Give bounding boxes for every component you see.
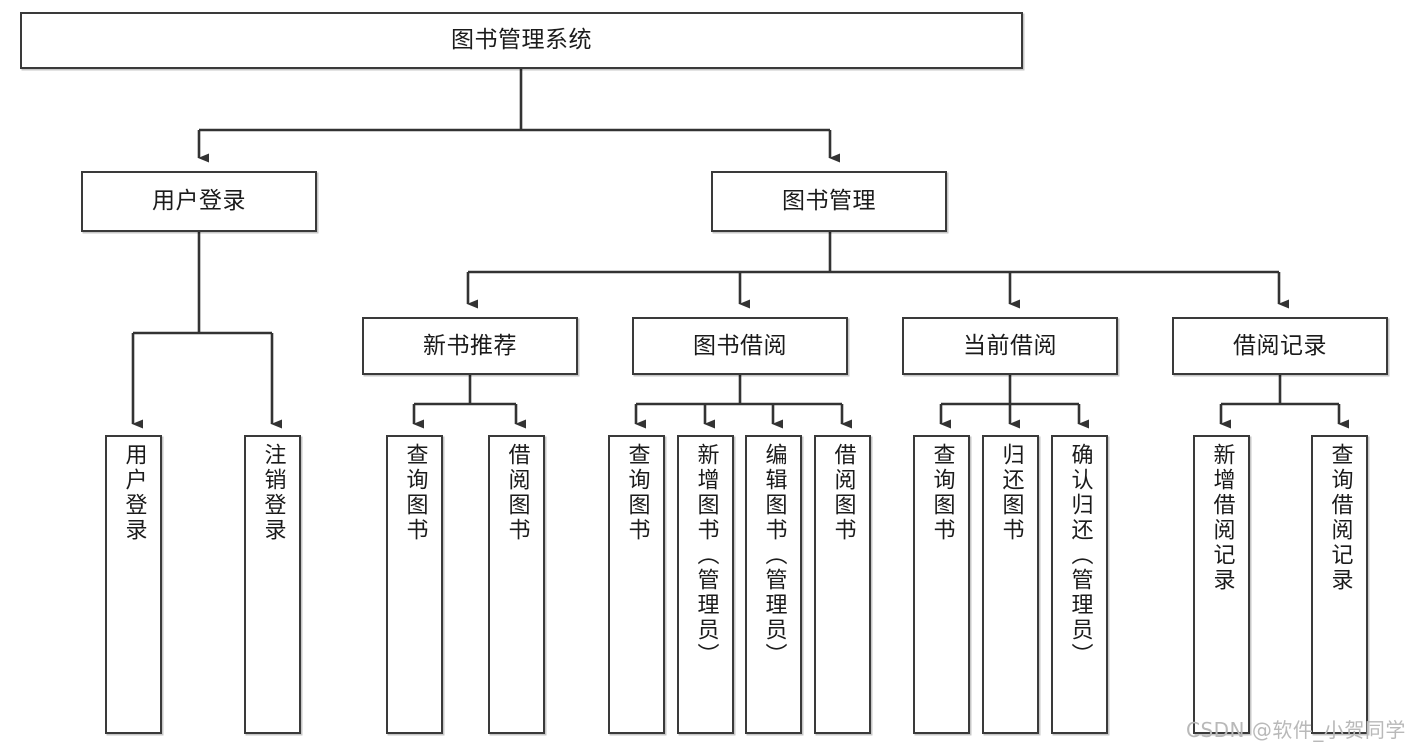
node-label: 确认归还（管理员） xyxy=(1067,443,1093,668)
node-label: 用户登录 xyxy=(121,443,147,543)
node-label: 查询借阅记录 xyxy=(1327,443,1353,593)
node-book-management[interactable]: 图书管理 xyxy=(711,171,947,232)
node-label: 图书管理系统 xyxy=(451,27,592,54)
node-label: 图书管理 xyxy=(782,188,876,215)
node-root-book-management-system[interactable]: 图书管理系统 xyxy=(20,12,1023,69)
node-label: 新书推荐 xyxy=(423,332,517,359)
node-new-book-recommendation[interactable]: 新书推荐 xyxy=(362,317,578,375)
node-book-borrowing[interactable]: 图书借阅 xyxy=(632,317,848,375)
node-user-login[interactable]: 用户登录 xyxy=(81,171,317,232)
node-label: 查询图书 xyxy=(402,443,428,543)
leaf-query-book-new-rec[interactable]: 查询图书 xyxy=(386,435,443,734)
node-label: 借阅图书 xyxy=(830,443,856,543)
leaf-user-login[interactable]: 用户登录 xyxy=(105,435,162,734)
node-label: 借阅图书 xyxy=(504,443,530,543)
leaf-logout[interactable]: 注销登录 xyxy=(244,435,301,734)
leaf-query-book-borrowing[interactable]: 查询图书 xyxy=(608,435,665,734)
node-label: 注销登录 xyxy=(260,443,286,543)
node-label: 编辑图书（管理员） xyxy=(761,443,787,668)
node-label: 查询图书 xyxy=(929,443,955,543)
leaf-query-book-current[interactable]: 查询图书 xyxy=(913,435,970,734)
leaf-query-borrow-record[interactable]: 查询借阅记录 xyxy=(1311,435,1368,734)
leaf-borrow-book-borrowing[interactable]: 借阅图书 xyxy=(814,435,871,734)
leaf-confirm-return-admin[interactable]: 确认归还（管理员） xyxy=(1051,435,1108,734)
node-current-borrowing[interactable]: 当前借阅 xyxy=(902,317,1118,375)
node-label: 新增借阅记录 xyxy=(1209,443,1235,593)
leaf-borrow-book-new-rec[interactable]: 借阅图书 xyxy=(488,435,545,734)
leaf-add-borrow-record[interactable]: 新增借阅记录 xyxy=(1193,435,1250,734)
node-borrow-records[interactable]: 借阅记录 xyxy=(1172,317,1388,375)
node-label: 用户登录 xyxy=(152,188,246,215)
leaf-add-book-admin[interactable]: 新增图书（管理员） xyxy=(677,435,734,734)
leaf-return-book[interactable]: 归还图书 xyxy=(982,435,1039,734)
node-label: 图书借阅 xyxy=(693,332,787,359)
node-label: 查询图书 xyxy=(624,443,650,543)
node-label: 当前借阅 xyxy=(963,332,1057,359)
leaf-edit-book-admin[interactable]: 编辑图书（管理员） xyxy=(745,435,802,734)
node-label: 新增图书（管理员） xyxy=(693,443,719,668)
node-label: 借阅记录 xyxy=(1233,332,1327,359)
node-label: 归还图书 xyxy=(998,443,1024,543)
csdn-watermark: CSDN @软件_小贺同学 xyxy=(1186,718,1405,742)
